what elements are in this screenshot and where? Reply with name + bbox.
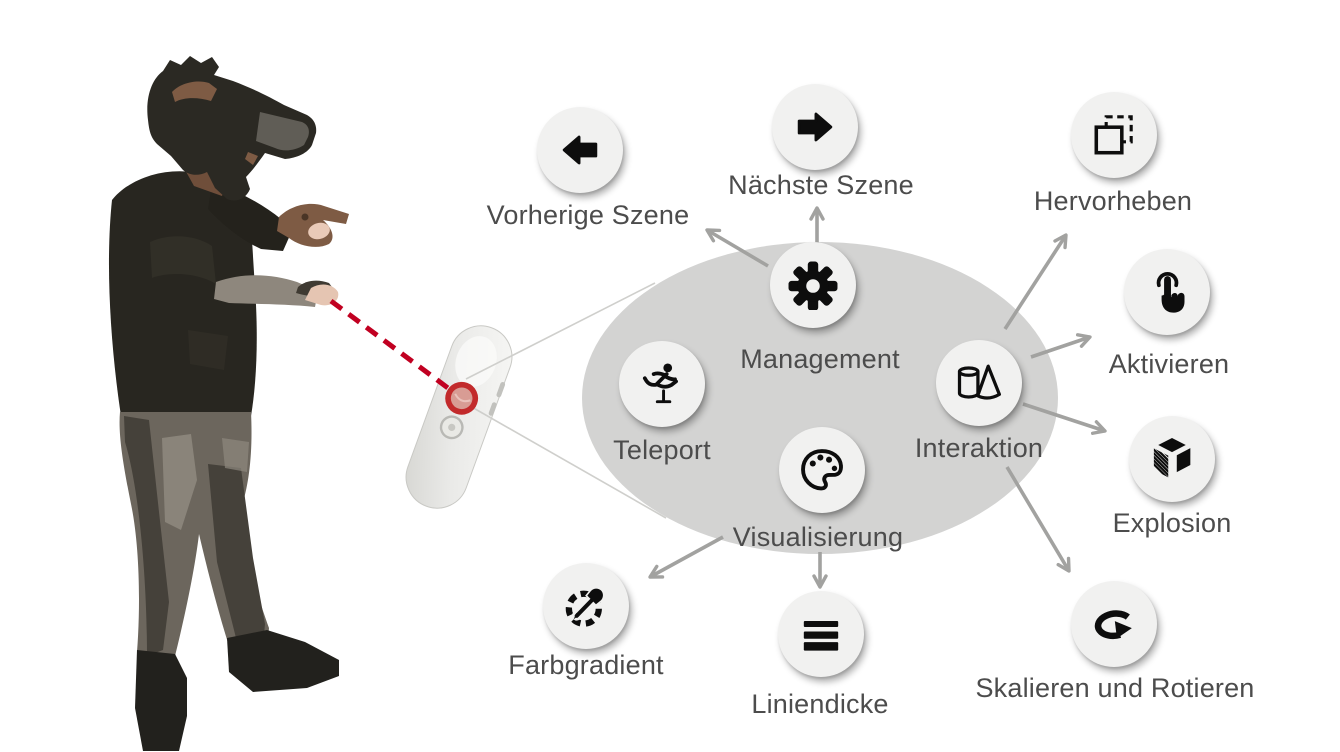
node-vorherige-szene	[537, 107, 623, 193]
hurdle-runner-icon	[642, 363, 678, 404]
label-management: Management	[740, 344, 900, 374]
callout-line-lower	[469, 405, 667, 519]
node-farbgradient	[543, 563, 629, 649]
label-visualisierung: Visualisierung	[732, 522, 904, 552]
controller-illustration	[405, 325, 513, 509]
arrow-to-aktivieren	[1030, 333, 1092, 359]
label-explosion: Explosion	[1112, 508, 1232, 538]
arrow-to-farbgradient	[648, 535, 724, 579]
rotate-loop-icon	[1094, 610, 1132, 640]
node-explosion	[1129, 416, 1215, 502]
label-naechste-szene: Nächste Szene	[728, 170, 914, 200]
holding-hand	[305, 284, 339, 306]
touchpad-red-ring	[445, 381, 479, 415]
arrow-to-skalieren	[1005, 466, 1071, 573]
lower-arm	[214, 275, 318, 307]
node-skalieren-rotieren	[1071, 581, 1157, 667]
label-farbgradient: Farbgradient	[508, 650, 664, 680]
duplicate-square-icon	[1094, 115, 1133, 155]
label-liniendicke: Liniendicke	[751, 689, 889, 719]
node-visualisierung	[779, 427, 865, 513]
arrow-right-icon	[797, 112, 833, 142]
exploded-cube-icon	[1153, 437, 1191, 478]
node-hervorheben	[1071, 92, 1157, 178]
press-finger-icon	[1156, 272, 1185, 313]
pointing-arm	[208, 184, 291, 251]
node-interaktion	[936, 340, 1022, 426]
color-picker-icon	[565, 587, 605, 627]
menu-ellipse	[582, 242, 1058, 554]
node-aktivieren	[1124, 249, 1210, 335]
headset-visor	[256, 112, 309, 151]
3d-shapes-icon	[957, 364, 1001, 400]
label-aktivieren: Aktivieren	[1108, 349, 1230, 379]
callout-line-upper	[465, 282, 656, 380]
node-teleport	[619, 341, 705, 427]
label-interaktion: Interaktion	[914, 433, 1044, 463]
label-skalieren-rotieren: Skalieren und Rotieren	[975, 673, 1255, 703]
palette-icon	[801, 449, 843, 491]
label-vorherige-szene: Vorherige Szene	[486, 200, 690, 230]
node-management	[770, 242, 856, 328]
node-naechste-szene	[772, 84, 858, 170]
node-liniendicke	[778, 591, 864, 677]
laser-pointer-line	[329, 298, 450, 391]
label-teleport: Teleport	[613, 435, 711, 465]
vr-user-figure	[108, 56, 349, 751]
label-hervorheben: Hervorheben	[1033, 186, 1193, 216]
gear-icon	[788, 261, 838, 310]
connector-arrows	[648, 206, 1107, 589]
left-boot	[135, 650, 187, 751]
arrow-left-icon	[562, 135, 598, 165]
arrow-to-explosion	[1022, 402, 1107, 435]
arrow-to-vorherige-szene	[705, 228, 769, 268]
line-thickness-icon	[803, 620, 839, 651]
arrow-to-hervorheben	[1003, 233, 1068, 330]
right-boot	[227, 630, 339, 692]
